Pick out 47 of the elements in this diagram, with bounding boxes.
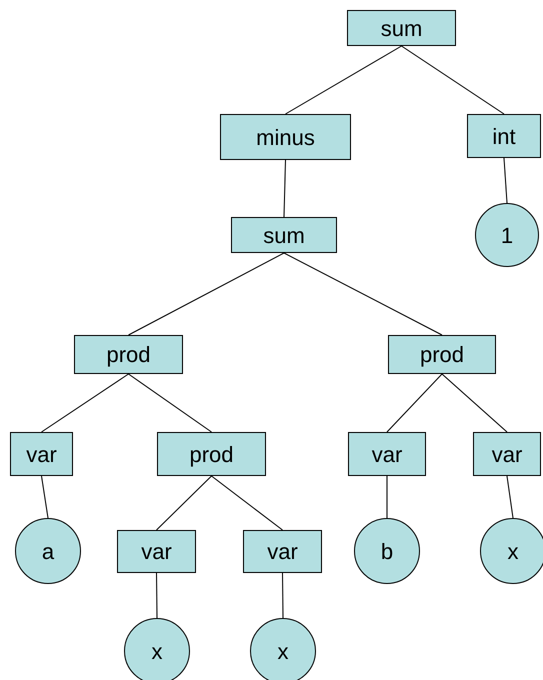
tree-node-box <box>117 530 196 573</box>
connector-line <box>41 476 48 518</box>
tree-node-box <box>473 432 541 476</box>
node-label: b <box>380 538 394 566</box>
node-label: int <box>492 122 516 150</box>
tree-node-box <box>74 335 183 374</box>
connector-line <box>504 158 508 204</box>
tree-node-box <box>347 10 456 46</box>
connector-line <box>156 476 212 530</box>
connector-line <box>128 374 212 432</box>
node-label: var <box>267 538 298 566</box>
node-label: prod <box>106 341 151 369</box>
connector-line <box>401 46 504 114</box>
tree-node-box <box>157 432 266 476</box>
connector-line <box>156 572 158 618</box>
node-label: prod <box>189 440 234 469</box>
connector-line <box>284 252 442 336</box>
connector-line <box>442 374 508 432</box>
node-label: 1 <box>500 222 514 250</box>
tree-node-box <box>10 432 73 476</box>
connector-line <box>41 374 129 432</box>
tree-node-box <box>467 114 541 158</box>
node-label: minus <box>256 124 315 152</box>
node-label: x <box>508 538 518 566</box>
node-label: sum <box>380 14 422 42</box>
connector-line <box>284 160 286 218</box>
connector-line <box>211 476 283 530</box>
tree-node-box <box>220 114 351 160</box>
node-label: a <box>42 538 54 566</box>
node-label: var <box>141 538 172 566</box>
node-label: var <box>372 440 402 468</box>
connector-line <box>285 46 402 114</box>
connector-line <box>128 252 284 336</box>
node-label: x <box>278 638 288 666</box>
connector-line <box>386 476 388 518</box>
connector-line <box>386 374 442 432</box>
connector-line <box>506 476 514 518</box>
tree-node-box <box>231 217 337 253</box>
node-label: prod <box>420 341 464 369</box>
tree-node-box <box>348 432 426 476</box>
tree-node-box <box>388 335 496 374</box>
tree-node-box <box>243 530 322 573</box>
node-label: sum <box>263 222 305 250</box>
node-label: var <box>492 440 522 468</box>
connector-line <box>282 572 284 618</box>
node-label: x <box>152 638 162 666</box>
node-label: var <box>26 440 57 468</box>
